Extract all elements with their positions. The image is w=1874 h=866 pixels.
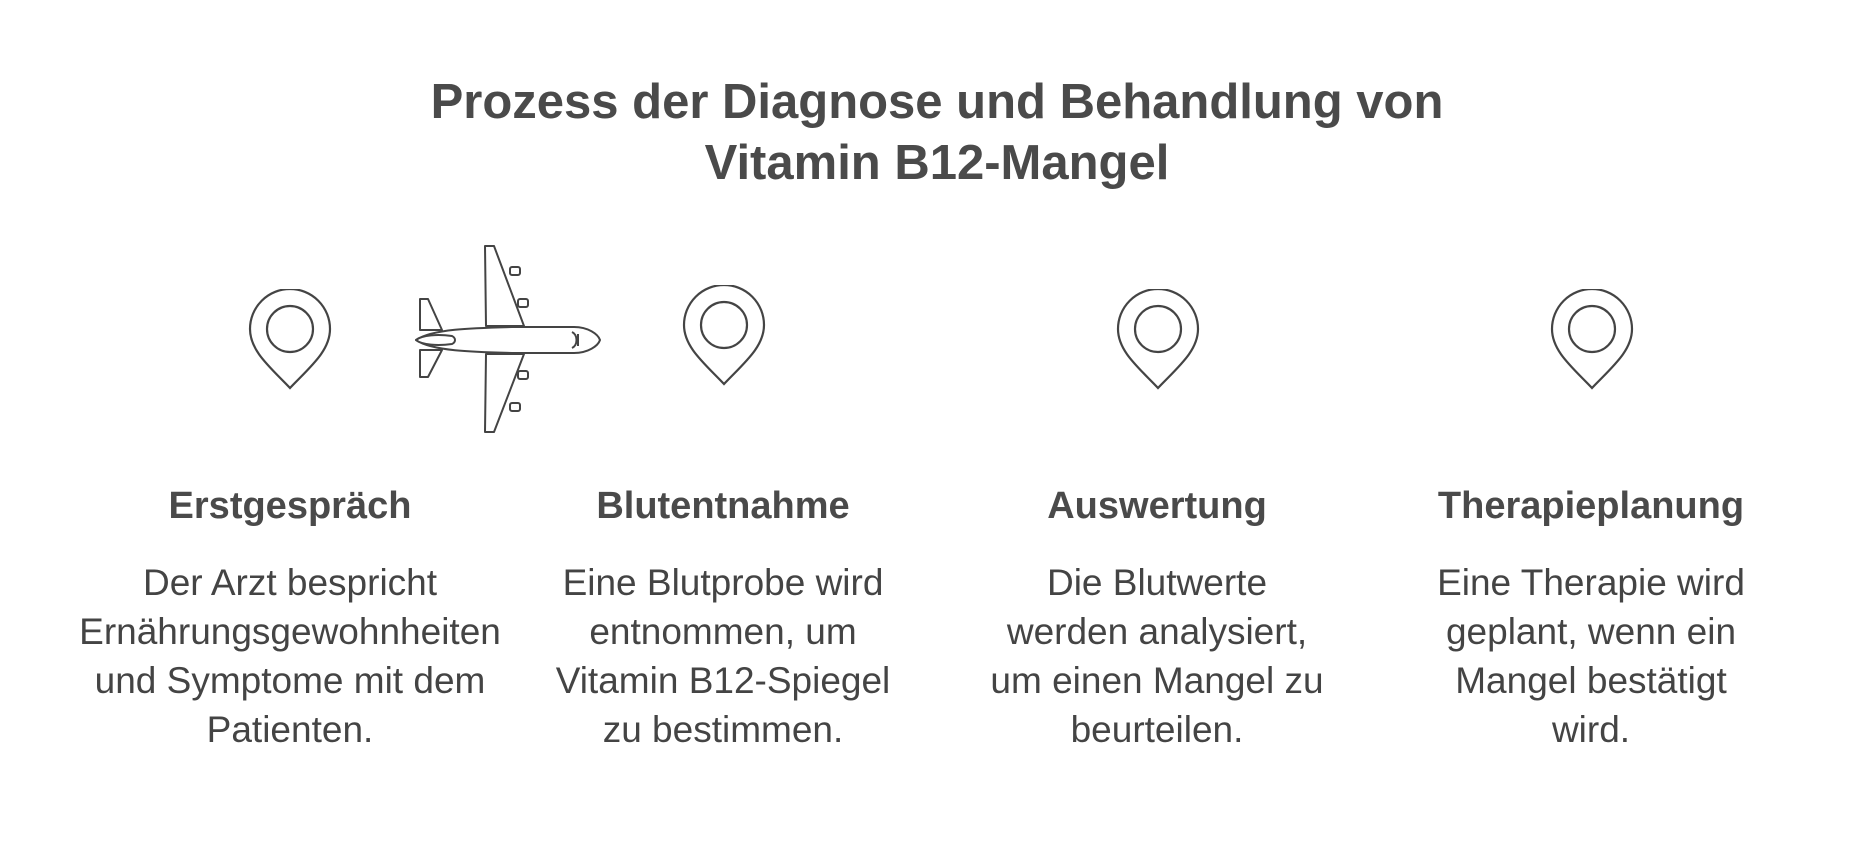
step-description-line: entnommen, um (589, 611, 857, 652)
step-description: Der Arzt bespricht Ernährungsgewohnheite… (50, 558, 530, 754)
map-pin-icon (1116, 289, 1200, 390)
map-pin-icon (1550, 289, 1634, 390)
step-description: Die Blutwerte werden analysiert, um eine… (917, 558, 1397, 754)
step-description-line: werden analysiert, (1006, 611, 1308, 652)
step-title-erstgespraech: Erstgespräch (168, 485, 412, 527)
step-description-line: geplant, wenn ein (1445, 611, 1737, 652)
step-description-line: wird. (1551, 709, 1631, 750)
step-description-line: Vitamin B12-Spiegel (555, 660, 891, 701)
title-line-1: Prozess der Diagnose und Behandlung von (430, 75, 1444, 129)
step-description-line: Mangel bestätigt (1455, 660, 1727, 701)
title-line-2: Vitamin B12-Mangel (704, 136, 1170, 190)
step-description-line: beurteilen. (1070, 709, 1244, 750)
step-description-line: Patienten. (206, 709, 374, 750)
step-title-auswertung: Auswertung (1047, 485, 1267, 527)
airplane-icon (415, 245, 601, 433)
step-description-line: Die Blutwerte (1046, 562, 1268, 603)
step-description-line: Eine Therapie wird (1437, 562, 1745, 603)
diagram-title: Prozess der Diagnose und Behandlung von … (0, 72, 1874, 194)
map-pin-icon (682, 285, 766, 386)
step-description-line: um einen Mangel zu (990, 660, 1324, 701)
step-title-therapieplanung: Therapieplanung (1437, 485, 1745, 527)
step-description: Eine Blutprobe wird entnommen, um Vitami… (483, 558, 963, 754)
step-description-line: und Symptome mit dem (94, 660, 486, 701)
step-description: Eine Therapie wird geplant, wenn ein Man… (1351, 558, 1831, 754)
step-description-line: Eine Blutprobe wird (562, 562, 884, 603)
step-description-line: Ernährungsgewohnheiten (79, 611, 501, 652)
step-description-line: Der Arzt bespricht (142, 562, 438, 603)
step-title-blutentnahme: Blutentnahme (596, 485, 850, 527)
map-pin-icon (248, 289, 332, 390)
step-description-line: zu bestimmen. (602, 709, 844, 750)
